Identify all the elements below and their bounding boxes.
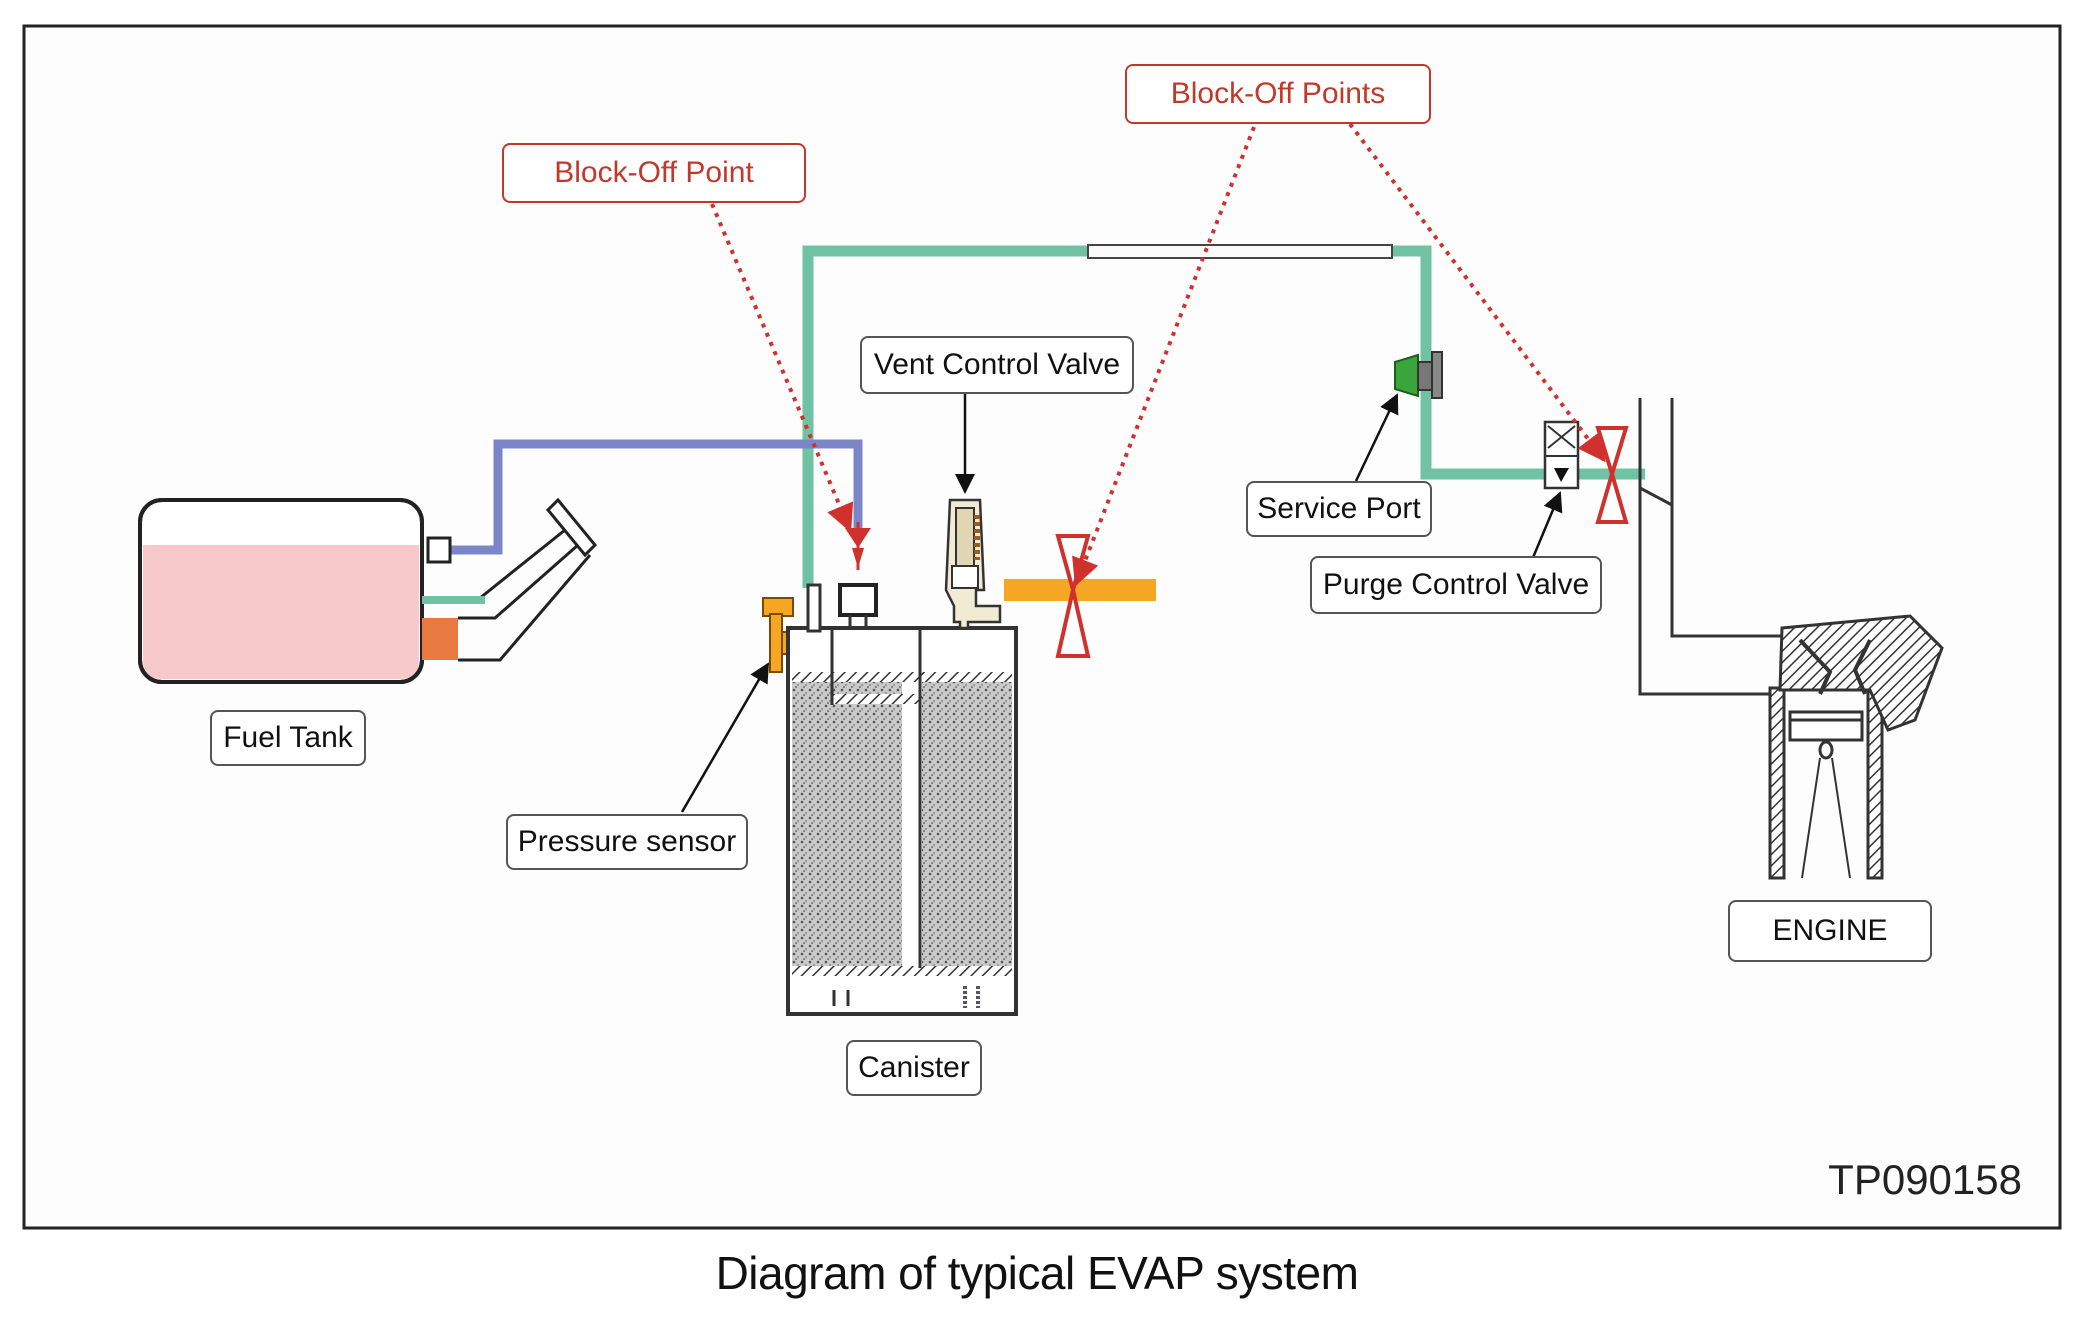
label-purge-control-valve: Purge Control Valve <box>1310 556 1602 614</box>
label-fuel-tank: Fuel Tank <box>210 710 366 766</box>
filler-neck-base <box>422 618 458 660</box>
service-port-part <box>1394 351 1443 399</box>
block-off-marker-purge <box>1595 426 1629 524</box>
label-pressure-sensor: Pressure sensor <box>506 814 748 870</box>
label-canister: Canister <box>846 1040 982 1096</box>
vent-control-valve-part <box>944 498 1002 630</box>
block-off-leaders <box>710 122 1606 587</box>
label-leaders <box>680 393 1563 813</box>
canister <box>786 583 1018 1016</box>
vapor-line <box>450 439 863 555</box>
hose-segment <box>1087 244 1393 259</box>
label-block-off-points: Block-Off Points <box>1125 64 1431 124</box>
label-engine: ENGINE <box>1728 900 1932 962</box>
label-vent-control-valve: Vent Control Valve <box>860 336 1134 394</box>
fuel-tank <box>138 497 598 684</box>
block-off-marker-vent <box>1055 534 1091 658</box>
label-service-port: Service Port <box>1246 481 1432 537</box>
block-off-marker-vapor <box>845 522 871 570</box>
figure-caption: Diagram of typical EVAP system <box>715 1247 1359 1299</box>
purge-control-valve-part <box>1543 420 1580 490</box>
figure-code: TP090158 <box>1828 1156 2022 1203</box>
fuel-tank-vapor-fitting <box>426 536 452 564</box>
label-block-off-point: Block-Off Point <box>502 143 806 203</box>
engine-part <box>1638 398 1944 880</box>
filler-cap <box>545 497 598 558</box>
vent-air-line <box>1004 579 1156 601</box>
